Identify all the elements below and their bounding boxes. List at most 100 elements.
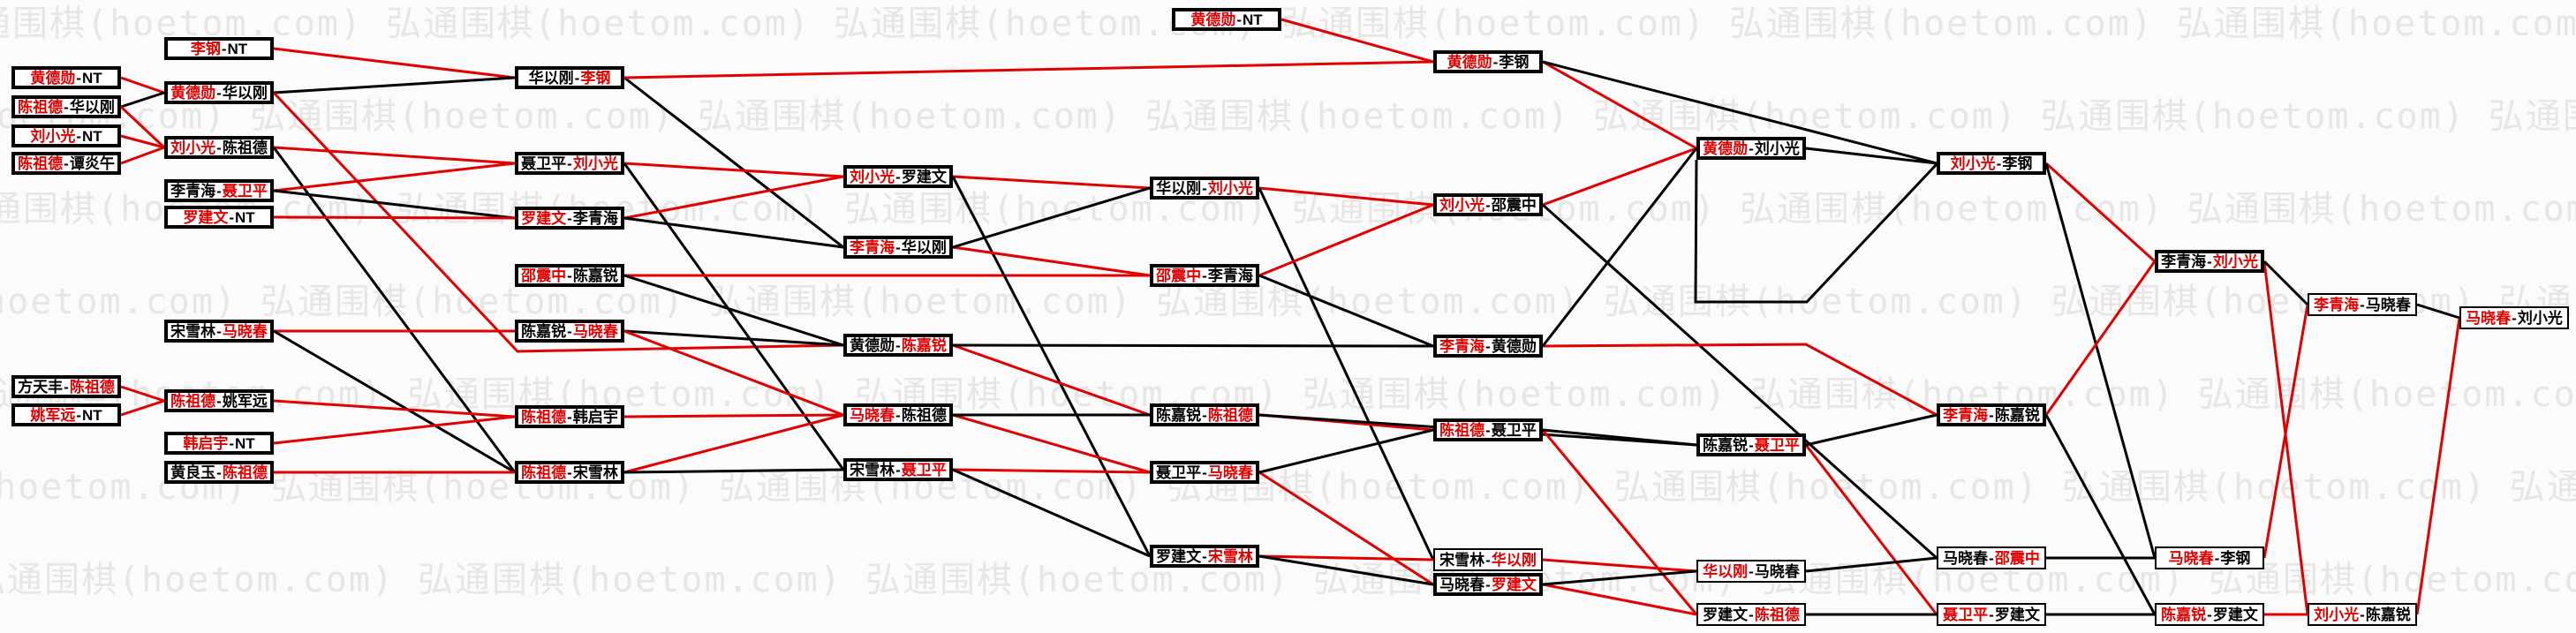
- match-box-c4b4: 马晓春-陈祖德: [843, 403, 953, 426]
- match-box-c1b4: 陈祖德-谭炎午: [11, 152, 121, 175]
- player-name: 陈嘉锐: [2365, 606, 2411, 623]
- match-box-c10b1: 李青海-马晓春: [2308, 293, 2417, 316]
- player-name: NT: [235, 208, 255, 226]
- player-name-winner: 刘小光: [850, 168, 895, 185]
- winner-path-line: [273, 415, 516, 445]
- player-name: 聂卫平: [1156, 463, 1202, 481]
- player-name-winner: 聂卫平: [222, 182, 268, 200]
- pairing-dash: -: [76, 127, 81, 145]
- pairing-dash: -: [2512, 309, 2517, 327]
- match-box-c4b3: 黄德勋-陈嘉锐: [843, 334, 953, 357]
- pairing-dash: -: [216, 392, 222, 410]
- player-name: 宋雪林: [850, 461, 895, 479]
- pairing-dash: -: [64, 98, 69, 116]
- pairing-dash: -: [76, 69, 81, 87]
- loser-path-line: [1805, 556, 1938, 573]
- match-box-c8b2: 李青海-陈嘉锐: [1937, 403, 2046, 426]
- winner-path-line: [272, 91, 844, 353]
- match-box-c11b1: 马晓春-刘小光: [2459, 306, 2569, 329]
- player-name: 马晓春: [1943, 549, 1989, 567]
- winner-path-line: [1542, 343, 1938, 417]
- loser-path-line: [1542, 428, 1697, 447]
- player-name-winner: 黄德勋: [1190, 11, 1236, 28]
- player-name: 方天丰: [18, 378, 64, 396]
- loser-path-line: [1805, 147, 1938, 165]
- player-name: NT: [82, 127, 102, 145]
- winner-path-line: [120, 385, 165, 403]
- player-name-winner: 罗建文: [1491, 576, 1537, 593]
- pairing-dash: -: [1202, 463, 1207, 481]
- winner-path-line: [1542, 558, 1697, 573]
- winner-path-line: [1804, 444, 1938, 615]
- match-box-c9b1: 李青海-刘小光: [2155, 250, 2264, 273]
- pairing-dash: -: [1485, 551, 1491, 569]
- match-box-c4b1: 刘小光-罗建文: [843, 165, 953, 188]
- player-name-winner: 刘小光: [2212, 252, 2258, 270]
- player-name-winner: 李钢: [580, 69, 611, 87]
- match-box-c6b1: 黄德勋-李钢: [1433, 50, 1543, 73]
- player-name-winner: 刘小光: [1950, 154, 1996, 172]
- player-name: 聂卫平: [1491, 421, 1537, 439]
- match-box-c4b5: 宋雪林-聂卫平: [843, 458, 953, 481]
- player-name: 韩启宇: [572, 408, 618, 426]
- player-name: 姚军远: [222, 392, 268, 410]
- player-name: NT: [227, 40, 248, 57]
- player-name-winner: 刘小光: [572, 154, 618, 172]
- pairing-dash: -: [216, 322, 222, 340]
- winner-path-line: [1258, 203, 1434, 277]
- loser-path-line: [952, 468, 1151, 558]
- match-box-c8b4: 聂卫平-罗建文: [1937, 603, 2046, 626]
- player-name: 李青海: [572, 209, 618, 227]
- player-name: 李钢: [1499, 53, 1530, 71]
- loser-path-line: [623, 329, 844, 347]
- player-name: 陈嘉锐: [521, 322, 567, 340]
- match-box-c7b1: 黄德勋-刘小光: [1696, 137, 1806, 160]
- pairing-dash: -: [1989, 549, 1994, 567]
- player-name: 陈祖德: [901, 406, 947, 424]
- match-box-c2b7: 陈祖德-姚军远: [164, 389, 274, 412]
- winner-path-line: [623, 329, 844, 417]
- pairing-dash: -: [895, 461, 901, 479]
- loser-path-line: [951, 176, 1152, 557]
- pairing-dash: -: [1485, 576, 1491, 593]
- pairing-dash: -: [895, 336, 901, 354]
- pairing-dash: -: [567, 408, 572, 426]
- pairing-dash: -: [1492, 53, 1499, 71]
- match-box-c6b3: 李青海-黄德勋: [1433, 335, 1543, 358]
- winner-path-line: [273, 162, 516, 192]
- player-name-winner: 宋雪林: [1207, 547, 1253, 565]
- player-name-winner: 邵震中: [1994, 549, 2040, 567]
- pairing-dash: -: [1202, 547, 1207, 565]
- winner-path-line: [1542, 147, 1697, 207]
- match-box-c6b6: 马晓春-罗建文: [1433, 573, 1543, 596]
- pairing-dash: -: [1749, 139, 1754, 157]
- player-name-winner: 姚军远: [30, 406, 76, 424]
- pairing-dash: -: [221, 40, 227, 57]
- player-name: 李青海: [170, 182, 216, 200]
- player-name-winner: 罗建文: [183, 208, 229, 226]
- loser-path-line: [623, 76, 844, 249]
- loser-path-line: [1542, 569, 1697, 586]
- loser-path-line: [1258, 554, 1434, 586]
- match-box-c2b9: 黄良玉-陈祖德: [164, 461, 274, 484]
- player-name-winner: 刘小光: [30, 127, 76, 145]
- loser-path-line: [2044, 162, 2157, 559]
- player-name-winner: 陈嘉锐: [901, 336, 947, 354]
- pairing-dash: -: [2207, 252, 2212, 270]
- loser-path-line: [120, 91, 165, 109]
- player-name-winner: 陈嘉锐: [2161, 606, 2207, 623]
- player-name-winner: 刘小光: [1207, 179, 1253, 197]
- winner-path-line: [2415, 317, 2461, 615]
- winner-path-line: [952, 468, 1151, 474]
- pairing-dash: -: [1485, 196, 1491, 214]
- player-name-winner: 陈祖德: [1439, 421, 1485, 439]
- player-name-winner: 马晓春: [2466, 309, 2512, 327]
- player-name: 宋雪林: [170, 322, 216, 340]
- player-name: 黄德勋: [1491, 337, 1537, 355]
- player-name: 陈嘉锐: [572, 267, 618, 284]
- player-name: 谭炎午: [69, 154, 115, 172]
- pairing-dash: -: [216, 463, 222, 481]
- match-box-c8b1: 刘小光-李钢: [1937, 152, 2046, 175]
- pairing-dash: -: [574, 69, 580, 87]
- player-name-winner: 黄德勋: [1703, 139, 1749, 157]
